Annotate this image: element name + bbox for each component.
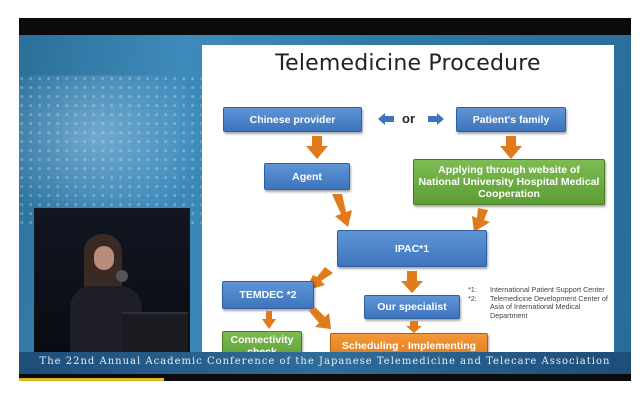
speaker-face: [94, 246, 114, 270]
down-arrow-icon: [262, 311, 276, 329]
left-arrow-icon: [378, 113, 394, 125]
ipac-box: IPAC*1: [337, 230, 487, 267]
video-bottom-strip: [19, 374, 631, 381]
footnote-text: International Patient Support Center: [490, 285, 605, 294]
applying-website-box: Applying through website of National Uni…: [413, 159, 605, 205]
down-right-arrow-icon: [309, 307, 331, 329]
video-player[interactable]: Telemedicine Procedure Chinese provider …: [19, 18, 631, 381]
footnote-2: *2: Telemedicine Development Center of A…: [468, 293, 618, 321]
speaker-camera-inset: [34, 208, 190, 356]
down-arrow-icon: [406, 321, 422, 333]
slide-title: Telemedicine Procedure: [275, 51, 541, 76]
our-specialist-box: Our specialist: [364, 295, 460, 319]
footnote-text: Telemedicine Development Center of Asia …: [490, 293, 608, 320]
footnote-key: *1:: [468, 285, 477, 294]
microphone-icon: [116, 270, 128, 282]
down-right-arrow-icon: [332, 194, 352, 227]
down-arrow-icon: [500, 136, 522, 159]
patients-family-box: Patient's family: [456, 107, 566, 132]
down-arrow-icon: [306, 136, 328, 159]
footnote-key: *2:: [468, 293, 477, 303]
footnotes: *1: International Patient Support Center…: [468, 285, 618, 321]
down-arrow-icon: [401, 271, 423, 293]
city-lights-decoration: [19, 75, 209, 225]
conference-banner-text: The 22nd Annual Academic Conference of t…: [39, 356, 611, 367]
footnote-1: *1: International Patient Support Center: [468, 285, 618, 295]
presentation-slide: Telemedicine Procedure Chinese provider …: [202, 45, 614, 361]
conference-banner: The 22nd Annual Academic Conference of t…: [19, 352, 631, 374]
video-progress-bar[interactable]: [19, 378, 164, 381]
chinese-provider-box: Chinese provider: [223, 107, 362, 132]
or-label: or: [402, 111, 415, 126]
agent-box: Agent: [264, 163, 350, 190]
down-left-arrow-icon: [472, 208, 490, 232]
temdec-box: TEMDEC *2: [222, 281, 314, 309]
podium: [122, 312, 188, 354]
right-arrow-icon: [428, 113, 444, 125]
